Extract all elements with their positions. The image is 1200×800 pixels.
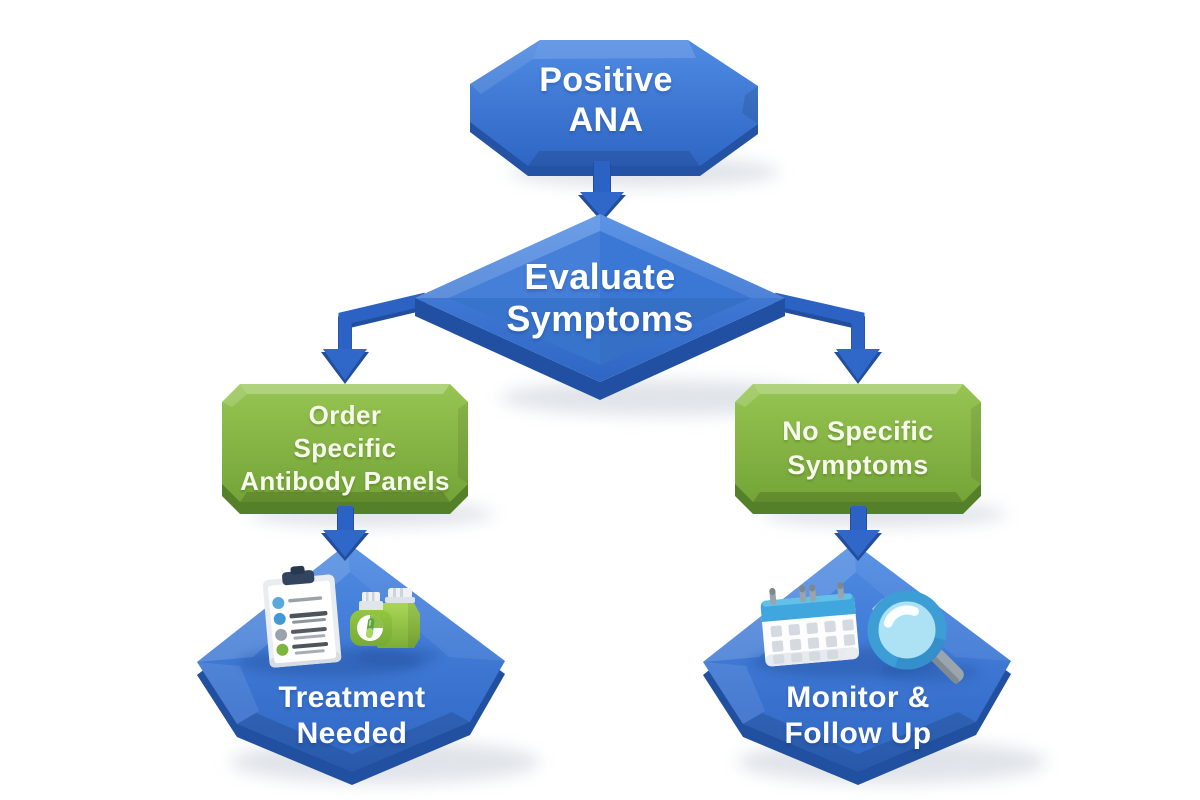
- outcome-right-label-line: Follow Up: [784, 717, 932, 750]
- start-label-line: Positive: [539, 61, 673, 99]
- magnifying-glass-icon: [867, 590, 964, 684]
- outcome-right-label-line: Monitor &: [786, 681, 930, 714]
- start-node-shape: [470, 40, 758, 176]
- action-right-label-line: Symptoms: [787, 450, 929, 481]
- clipboard-checklist-icon: [262, 565, 342, 668]
- decision-node-label: Evaluate Symptoms: [440, 256, 760, 341]
- edge-decision-left-arrow: [321, 292, 428, 384]
- decision-label-line: Evaluate: [524, 256, 676, 297]
- action-left-label-line: Specific: [293, 432, 397, 463]
- action-left-label-line: Antibody Panels: [240, 465, 450, 496]
- decision-node-shape: [415, 214, 785, 400]
- edge-start-decision-arrow: [578, 161, 626, 222]
- action-left-node-label: Order Specific Antibody Panels: [227, 399, 463, 497]
- action-right-node-label: No Specific Symptoms: [740, 414, 976, 482]
- edge-decision-right-arrow: [772, 292, 882, 384]
- outcome-left-label-line: Needed: [296, 717, 408, 750]
- action-right-node-shape: [735, 384, 981, 514]
- outcome-right-node-label: Monitor & Follow Up: [738, 680, 978, 752]
- action-left-label-line: Order: [308, 400, 382, 430]
- calendar-icon: [760, 582, 860, 667]
- action-left-node-shape: [222, 384, 468, 514]
- decision-label-line: Symptoms: [506, 298, 694, 340]
- medicine-bottles-icon: [350, 588, 420, 648]
- outcome-left-node-label: Treatment Needed: [232, 680, 472, 752]
- start-node-label: Positive ANA: [456, 60, 756, 140]
- edge-left-outcome-arrow: [321, 506, 369, 561]
- outcome-left-label-line: Treatment: [278, 681, 426, 714]
- start-label-line: ANA: [568, 101, 644, 140]
- action-right-label-line: No Specific: [782, 416, 934, 446]
- edge-right-outcome-arrow: [834, 506, 882, 561]
